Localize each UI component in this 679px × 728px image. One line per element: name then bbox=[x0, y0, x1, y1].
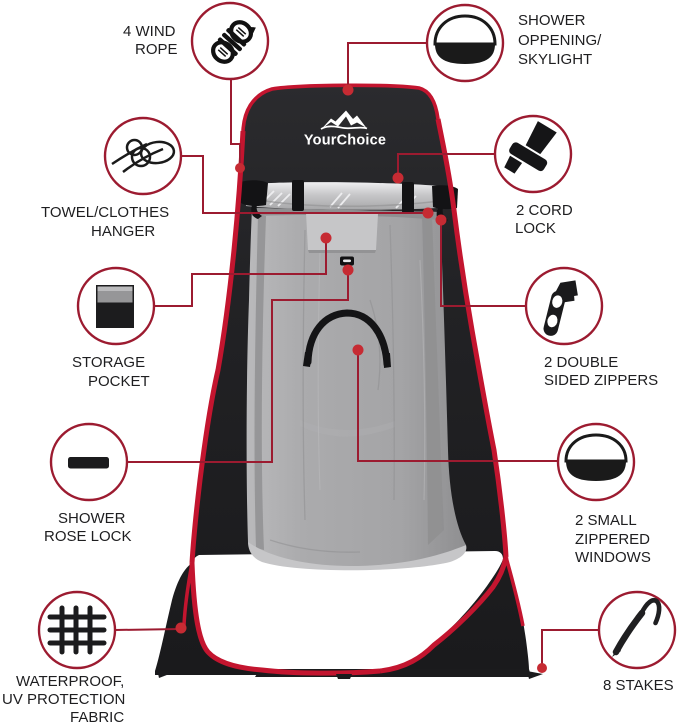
svg-text:YourChoice: YourChoice bbox=[304, 133, 386, 149]
